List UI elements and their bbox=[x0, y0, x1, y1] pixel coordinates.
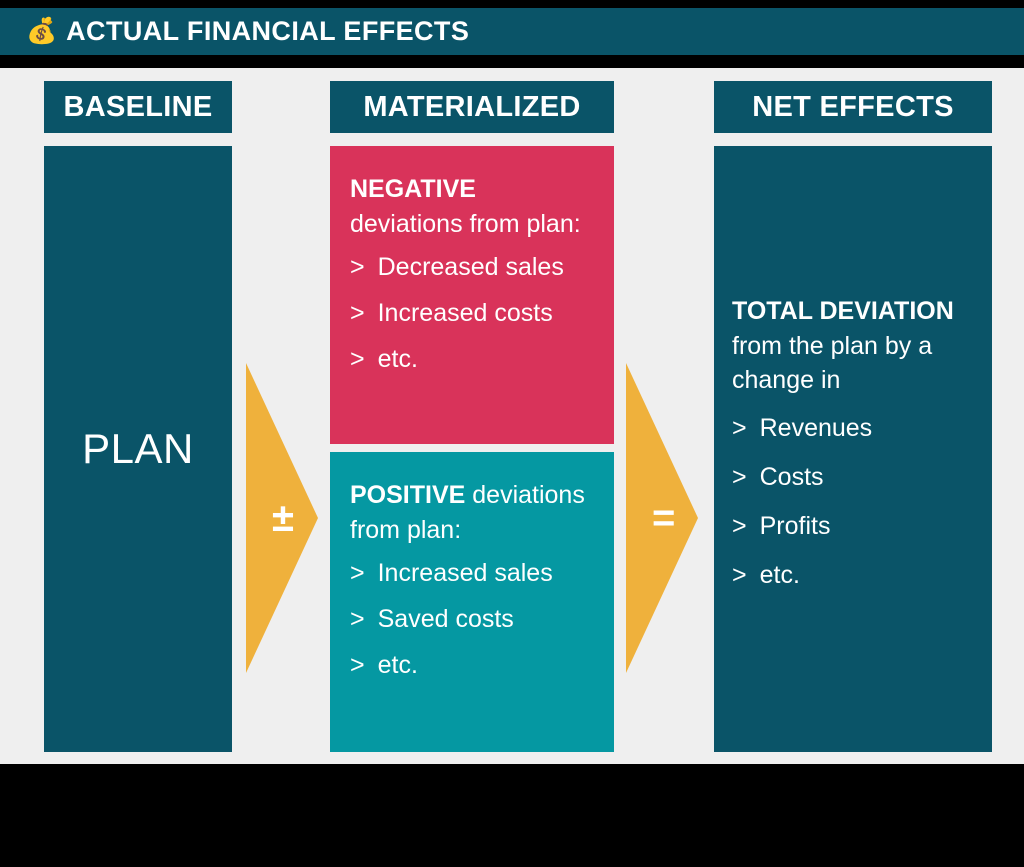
panel-negative-deviations: NEGATIVE deviations from plan: > Decreas… bbox=[330, 146, 614, 444]
list-item-label: Revenues bbox=[759, 413, 873, 442]
panel-positive-deviations: POSITIVE deviations from plan: > Increas… bbox=[330, 452, 614, 752]
list-item: > Profits bbox=[732, 511, 972, 540]
column-header-net-effects: NET EFFECTS bbox=[714, 81, 992, 133]
bullet-marker-icon: > bbox=[350, 299, 365, 327]
plan-label: PLAN bbox=[82, 425, 194, 472]
bullet-marker-icon: > bbox=[350, 605, 365, 633]
negative-lead-rest: deviations from plan: bbox=[350, 209, 581, 238]
list-item: > Increased sales bbox=[350, 561, 592, 586]
right-triangle-arrow-icon bbox=[626, 363, 698, 673]
bullet-marker-icon: > bbox=[350, 559, 365, 587]
list-item: > etc. bbox=[350, 347, 592, 372]
bullet-marker-icon: > bbox=[350, 345, 365, 373]
bullet-marker-icon: > bbox=[732, 413, 747, 442]
list-item: > Costs bbox=[732, 462, 972, 491]
positive-lead: POSITIVE deviations from plan: bbox=[350, 478, 592, 547]
column-header-baseline: BASELINE bbox=[44, 81, 232, 133]
connector-plus-arrow: ± bbox=[246, 363, 318, 673]
app-title-bar: 💰 ACTUAL FINANCIAL EFFECTS bbox=[0, 8, 1024, 55]
net-lead-bold: TOTAL DEVIATION bbox=[732, 297, 954, 325]
page-title: ACTUAL FINANCIAL EFFECTS bbox=[66, 16, 470, 46]
list-item-label: Increased sales bbox=[377, 559, 553, 587]
panel-plan: PLAN bbox=[44, 146, 232, 752]
bullet-marker-icon: > bbox=[350, 253, 365, 281]
list-item-label: Costs bbox=[759, 462, 824, 491]
negative-bullet-list: > Decreased sales > Increased costs > et… bbox=[350, 255, 592, 372]
money-bag-icon: 💰 bbox=[26, 17, 58, 45]
positive-lead-rest: deviations from plan: bbox=[350, 481, 585, 544]
bullet-marker-icon: > bbox=[732, 560, 747, 589]
list-item-label: Saved costs bbox=[377, 605, 514, 633]
list-item-label: etc. bbox=[377, 651, 418, 679]
negative-lead: NEGATIVE deviations from plan: bbox=[350, 172, 592, 241]
panel-net-effects: TOTAL DEVIATION from the plan by a chang… bbox=[714, 146, 992, 752]
bullet-marker-icon: > bbox=[732, 462, 747, 491]
right-triangle-arrow-icon bbox=[246, 363, 318, 673]
list-item: > etc. bbox=[350, 653, 592, 678]
list-item: > Revenues bbox=[732, 413, 972, 442]
equals-symbol: = bbox=[652, 496, 676, 540]
plus-minus-symbol: ± bbox=[272, 496, 294, 540]
list-item: > etc. bbox=[732, 560, 972, 589]
net-lead: TOTAL DEVIATION from the plan by a chang… bbox=[732, 294, 972, 398]
list-item-label: Decreased sales bbox=[377, 253, 564, 281]
positive-lead-bold: POSITIVE bbox=[350, 481, 466, 509]
connector-equals-arrow: = bbox=[626, 363, 698, 673]
bullet-marker-icon: > bbox=[350, 651, 365, 679]
negative-lead-bold: NEGATIVE bbox=[350, 175, 476, 203]
list-item-label: etc. bbox=[377, 345, 418, 373]
list-item-label: Increased costs bbox=[377, 299, 553, 327]
positive-bullet-list: > Increased sales > Saved costs > etc. bbox=[350, 561, 592, 678]
column-header-materialized: MATERIALIZED bbox=[330, 81, 614, 133]
bullet-marker-icon: > bbox=[732, 511, 747, 540]
list-item-label: etc. bbox=[759, 560, 800, 589]
list-item: > Decreased sales bbox=[350, 255, 592, 280]
list-item: > Increased costs bbox=[350, 301, 592, 326]
list-item-label: Profits bbox=[759, 511, 831, 540]
net-lead-rest: from the plan by a change in bbox=[732, 331, 933, 395]
net-bullet-list: > Revenues > Costs > Profits > etc. bbox=[732, 413, 972, 589]
list-item: > Saved costs bbox=[350, 607, 592, 632]
diagram-canvas: BASELINE MATERIALIZED NET EFFECTS PLAN N… bbox=[0, 68, 1024, 764]
